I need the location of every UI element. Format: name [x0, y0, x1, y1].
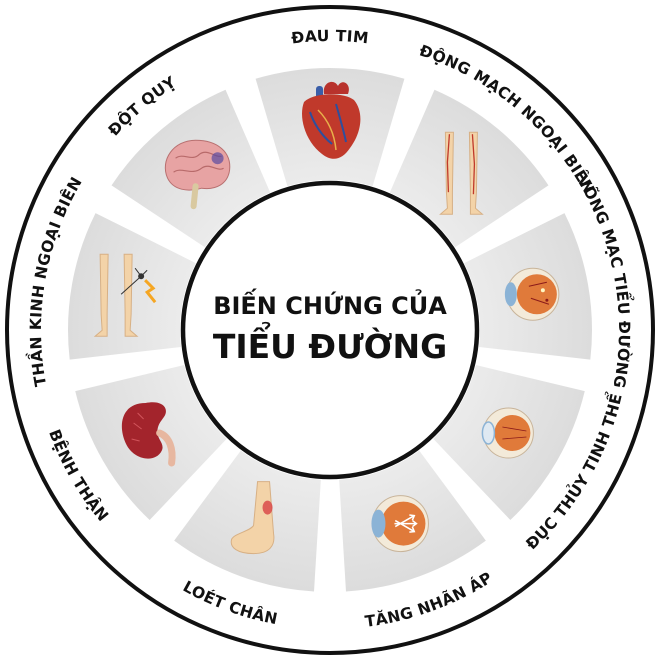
- legs-nerve-icon: [93, 253, 157, 337]
- glaucoma-eye-icon: [371, 495, 429, 553]
- segment-2: [389, 89, 549, 248]
- center-title-line2: TIỂU ĐƯỜNG: [213, 321, 447, 366]
- segment-6: [174, 450, 321, 592]
- cataract-eye-icon: [481, 407, 534, 459]
- segment-label-1: ĐAU TIM: [290, 27, 369, 47]
- retina-eye-icon: [504, 267, 560, 321]
- kidney-icon: [121, 402, 176, 467]
- brain-icon: [164, 139, 231, 210]
- icons-layer: [93, 81, 560, 555]
- foot-ulcer-icon: [230, 481, 275, 555]
- leg-arteries-icon: [439, 131, 484, 215]
- heart-icon: [302, 81, 361, 159]
- center-circle: [180, 180, 480, 480]
- center-title-line1: BIẾN CHỨNG CỦA: [213, 287, 447, 320]
